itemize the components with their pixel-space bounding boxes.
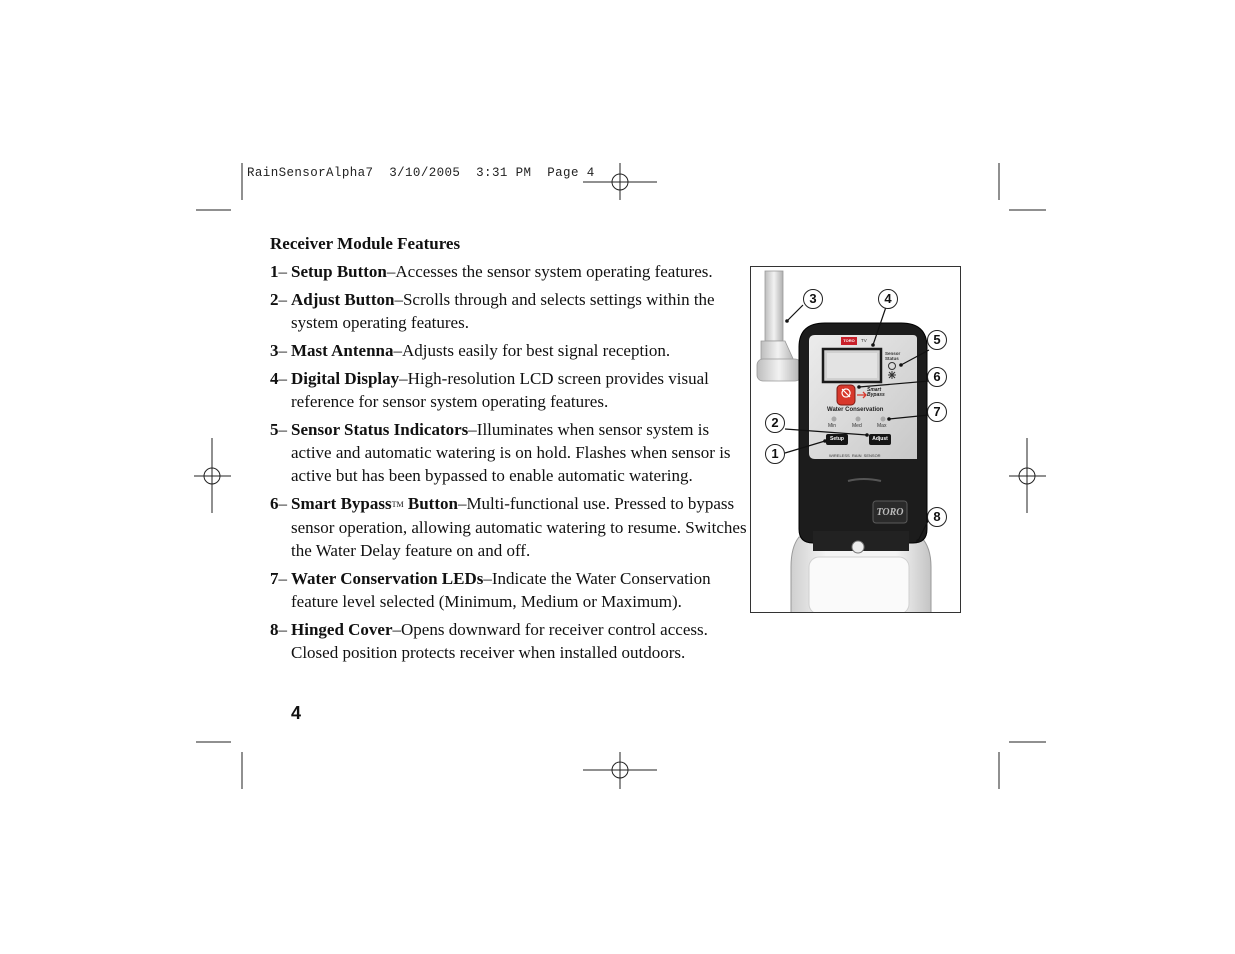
smart-bypass-button <box>836 384 856 406</box>
list-item: 7– Water Conservation LEDs–Indicate the … <box>270 569 711 611</box>
smart-label: Smart <box>867 387 882 393</box>
item-number: 1 <box>270 262 279 281</box>
callout-6: 6 <box>927 367 947 387</box>
receiver-device-illustration <box>756 270 932 612</box>
callout-5: 5 <box>927 330 947 350</box>
item-description: –High-resolution LCD screen provides vis… <box>291 369 709 411</box>
item-description: –Opens downward for receiver control acc… <box>291 620 708 662</box>
toro-badge-text: TORO <box>843 338 855 343</box>
list-item: 1– Setup Button–Accesses the sensor syst… <box>270 262 713 281</box>
item-term: Hinged Cover <box>291 620 393 639</box>
setup-button <box>826 434 848 445</box>
setup-button-label: Setup <box>830 436 844 442</box>
item-number: 8 <box>270 620 279 639</box>
item-description: –Indicate the Water Conservation feature… <box>291 569 711 611</box>
bypass-label: Bypass <box>867 392 885 398</box>
item-description: –Adjusts easily for best signal receptio… <box>393 341 671 360</box>
item-term-suffix: Button <box>403 494 458 513</box>
adjust-button-label: Adjust <box>872 436 888 442</box>
list-item: 2– Adjust Button–Scrolls through and sel… <box>270 290 715 332</box>
led-min <box>831 416 837 422</box>
adjust-button <box>869 434 891 445</box>
callout-2: 2 <box>765 413 785 433</box>
receiver-module-figure: TORO TV Sensor Status Smart Bypass Water… <box>750 266 961 613</box>
status-label: Status <box>885 356 899 361</box>
wireless-rain-sensor-label: WIRELESS RAIN SENSOR <box>829 453 881 458</box>
sensor-status-label: Sensor Status <box>885 351 900 361</box>
file-slug-line: RainSensorAlpha7 3/10/2005 3:31 PM Page … <box>247 166 595 180</box>
item-number: 4 <box>270 369 279 388</box>
tv-label: TV <box>861 338 867 343</box>
smart-bypass-label: Smart Bypass <box>867 388 885 398</box>
section-heading: Receiver Module Features <box>270 234 461 253</box>
item-description: –Scrolls through and selects settings wi… <box>291 290 715 332</box>
item-description: –Illuminates when sensor system is activ… <box>291 420 731 485</box>
list-item: 3– Mast Antenna–Adjusts easily for best … <box>270 341 671 360</box>
callout-3: 3 <box>803 289 823 309</box>
water-conservation-label: Water Conservation <box>827 407 884 413</box>
item-term: Sensor Status Indicators <box>291 420 469 439</box>
list-item: 8– Hinged Cover–Opens downward for recei… <box>270 620 708 662</box>
item-term: Digital Display <box>291 369 400 388</box>
led-max-label: Max <box>877 423 887 429</box>
item-term: Mast Antenna <box>291 341 394 360</box>
item-number: 6 <box>270 494 279 513</box>
trademark-mark: TM <box>391 500 404 509</box>
led-med-label: Med <box>852 423 862 429</box>
item-number: 5 <box>270 420 279 439</box>
item-description: –Multi-functional use. Pressed to bypass… <box>291 494 747 560</box>
toro-logo-plate <box>872 500 908 524</box>
item-term: Setup Button <box>291 262 387 281</box>
item-term: Adjust Button <box>291 290 395 309</box>
list-item: 6– Smart BypassTM Button–Multi-functiona… <box>270 494 747 560</box>
callout-1: 1 <box>765 444 785 464</box>
led-med <box>855 416 861 422</box>
toro-logo: TORO <box>876 507 904 518</box>
item-description: –Accesses the sensor system operating fe… <box>386 262 713 281</box>
item-number: 7 <box>270 569 279 588</box>
item-number: 3 <box>270 341 279 360</box>
callout-4: 4 <box>878 289 898 309</box>
item-term: Water Conservation LEDs <box>291 569 484 588</box>
mast-antenna <box>756 270 802 382</box>
page-number: 4 <box>291 703 302 723</box>
list-item: 4– Digital Display–High-resolution LCD s… <box>270 369 709 411</box>
feature-list: 1– Setup Button–Accesses the sensor syst… <box>270 260 750 669</box>
item-term: Smart Bypass <box>291 494 392 513</box>
led-min-label: Min <box>828 423 837 429</box>
item-number: 2 <box>270 290 279 309</box>
callout-8: 8 <box>927 507 947 527</box>
list-item: 5– Sensor Status Indicators–Illuminates … <box>270 420 731 485</box>
led-max <box>880 416 886 422</box>
sensor-label: Sensor <box>885 351 901 356</box>
callout-7: 7 <box>927 402 947 422</box>
